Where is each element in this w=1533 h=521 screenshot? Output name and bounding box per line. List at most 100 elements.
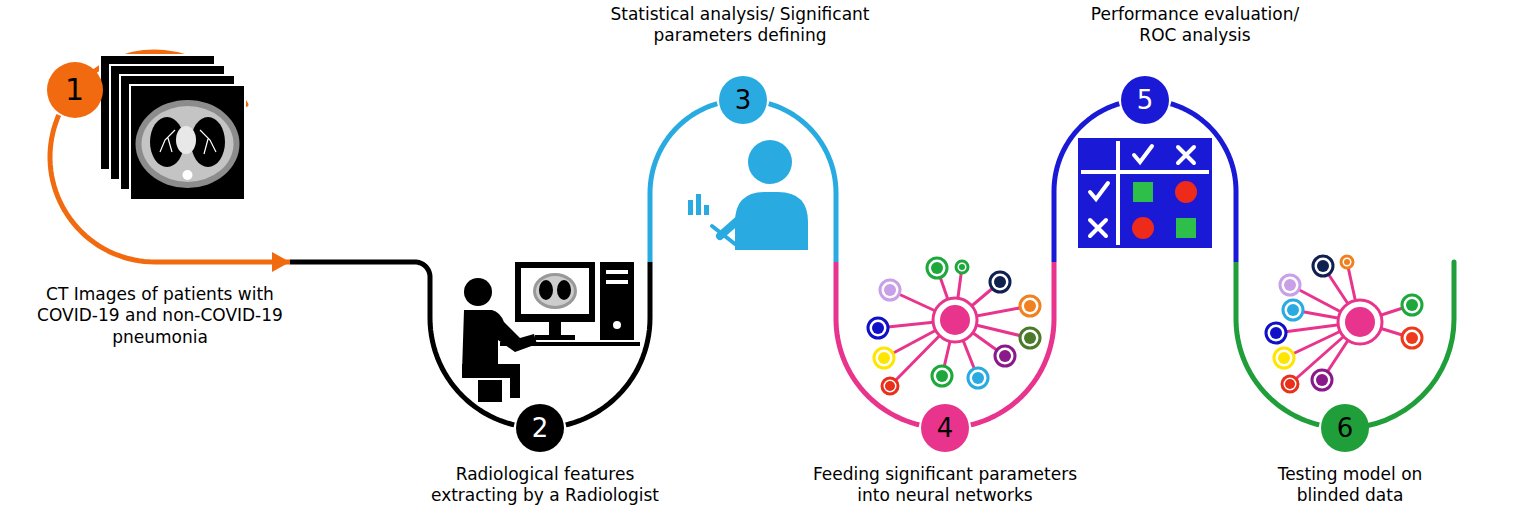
neural-network-test-part [1317, 260, 1329, 272]
ct-image-stack-part [142, 106, 234, 182]
confusion-matrix-part [1178, 147, 1194, 163]
confusion-matrix-part [1090, 183, 1108, 199]
step-caption: Statistical analysis/ Significant parame… [590, 4, 890, 47]
connector-segment [290, 262, 514, 425]
flow-connector [971, 104, 1119, 425]
step-circle: 4Feeding significant parameters into neu… [921, 404, 969, 452]
neural-network-test-part [1406, 299, 1418, 311]
connector-segment [1171, 104, 1236, 262]
analyst-icon-part [712, 226, 735, 244]
null-part-part [1266, 323, 1286, 343]
null-part-part [1283, 300, 1303, 320]
radiologist-workstation-part [533, 273, 577, 309]
neural-network-part [872, 322, 884, 334]
null-part-part [1341, 256, 1353, 268]
null-part [1276, 262, 1412, 384]
step-number: 1 [65, 75, 84, 105]
connector-segment [971, 262, 1054, 425]
confusion-matrix-part [1078, 138, 1212, 248]
connector-segment [1054, 104, 1119, 262]
neural-network-part [931, 262, 943, 274]
step-circle: 1CT Images of patients with COVID-19 and… [47, 62, 103, 118]
radiologist-workstation-part [478, 380, 502, 402]
connector-segment [769, 104, 836, 262]
radiologist-workstation-part [535, 335, 575, 340]
radiologist-workstation-part [600, 262, 634, 340]
neural-network-part [959, 264, 965, 270]
neural-network-test-part [1344, 259, 1350, 265]
radiologist-workstation-part [557, 280, 571, 300]
null-part-part [1280, 275, 1300, 295]
step-circle: 5Performance evaluation/ ROC analysis [1121, 76, 1169, 124]
radiologist-workstation [462, 262, 640, 402]
step-circle: 2Radiological features extracting by a R… [516, 404, 564, 452]
null-part-part [1402, 328, 1422, 348]
neural-network [868, 258, 1040, 394]
neural-network-part [940, 305, 970, 335]
ct-image-stack-part [191, 117, 225, 167]
neural-network-part [1024, 332, 1036, 344]
confusion-matrix-part [1175, 181, 1197, 203]
neural-network-part [999, 350, 1011, 362]
null-part-part [868, 318, 888, 338]
ct-image-stack-part [183, 170, 193, 180]
confusion-matrix-part [1090, 220, 1106, 236]
analyst-icon-part [748, 140, 792, 184]
neural-network-test-part [1338, 300, 1382, 344]
step-number: 6 [1337, 415, 1354, 441]
neural-network-test-part [1284, 279, 1296, 291]
radiologist-workstation-part [464, 278, 492, 306]
neural-network-test [1266, 256, 1422, 392]
step-circle: 3Statistical analysis/ Significant param… [719, 76, 767, 124]
null-part-part [995, 346, 1015, 366]
flow-connector [769, 104, 919, 425]
radiologist-workstation-part [500, 342, 640, 346]
step-caption: Radiological features extracting by a Ra… [420, 464, 670, 507]
arrowhead [272, 252, 290, 272]
step-caption: Feeding significant parameters into neur… [805, 464, 1085, 507]
confusion-matrix-part [1176, 218, 1196, 238]
radiologist-workstation-part [606, 280, 628, 284]
radiologist-workstation-part [536, 276, 574, 306]
null-part-part [1274, 348, 1294, 368]
radiologist-workstation-part [613, 321, 621, 329]
null-part-part [1313, 256, 1333, 276]
null-part-part [882, 378, 898, 394]
null-part [1266, 256, 1422, 392]
confusion-matrix [1078, 138, 1212, 248]
step-caption: Performance evaluation/ ROC analysis [1080, 4, 1310, 47]
radiologist-workstation-part [515, 262, 595, 322]
analyst-icon-part [688, 200, 693, 215]
connector-segment [566, 262, 650, 425]
neural-network-part [994, 276, 1006, 288]
step-number: 4 [937, 415, 954, 441]
null-part-part [1282, 376, 1298, 392]
neural-network-part [936, 370, 948, 382]
null-part-part [874, 348, 894, 368]
null-part-part [968, 368, 988, 388]
connector-segment [836, 262, 919, 425]
flow-connector [50, 115, 514, 425]
connector-segment [1236, 262, 1319, 425]
null-part-part [990, 272, 1010, 292]
null-part-part [1312, 370, 1332, 390]
flow-connector [566, 104, 717, 425]
step-number: 2 [532, 415, 549, 441]
confusion-matrix-part [1116, 141, 1120, 245]
neural-network-test-part [1406, 332, 1418, 344]
radiologist-workstation-part [539, 280, 553, 300]
neural-network-test-part [1345, 307, 1375, 337]
null-part [878, 267, 1030, 386]
null-part-part [880, 280, 900, 300]
ct-image-stack-part [136, 100, 240, 188]
neural-network-part [972, 372, 984, 384]
analyst-icon-part [735, 192, 808, 250]
flow-connector [1171, 104, 1319, 425]
neural-network-test-part [1285, 379, 1295, 389]
confusion-matrix-part [1134, 146, 1152, 162]
null-part-part [1020, 296, 1040, 316]
step-caption: Testing model on blinded data [1260, 464, 1440, 507]
neural-network-part [1024, 300, 1036, 312]
confusion-matrix-part [1132, 217, 1154, 239]
